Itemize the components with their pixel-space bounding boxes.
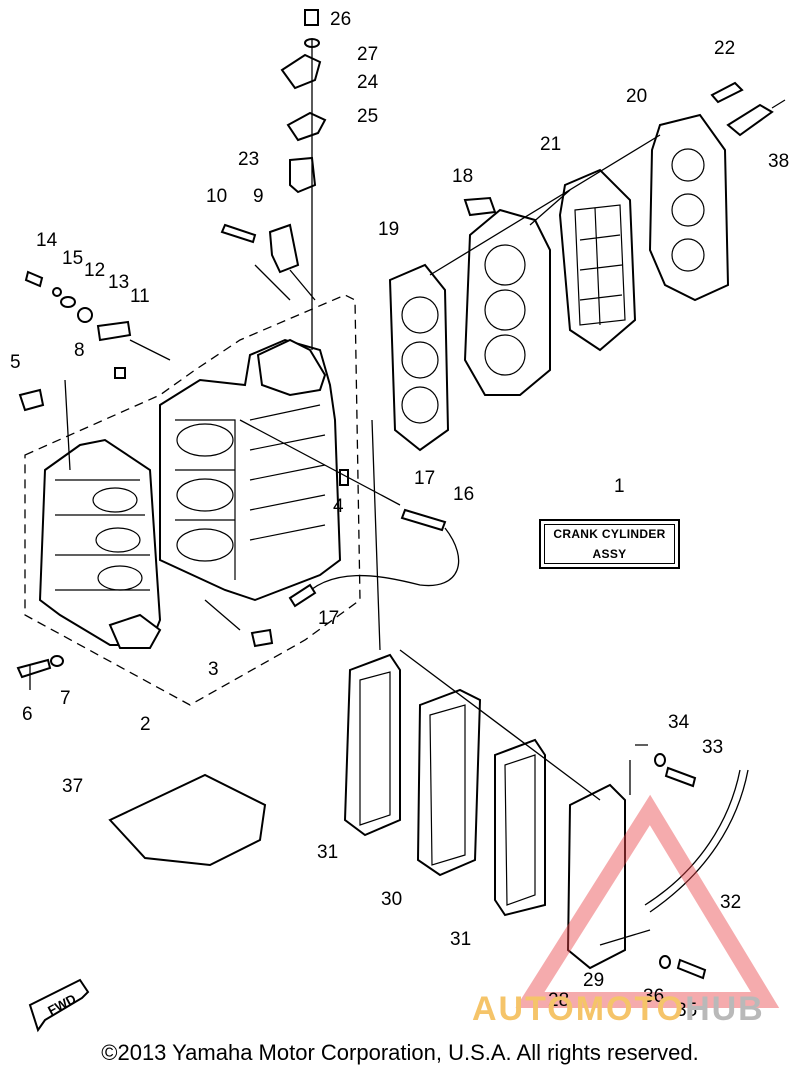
bracket-9 <box>268 223 300 274</box>
callout-22: 22 <box>714 38 735 59</box>
callout-34: 34 <box>668 712 690 733</box>
bolt-14 <box>24 270 44 288</box>
callout-1: 1 <box>614 476 625 497</box>
callout-21: 21 <box>540 134 561 155</box>
cylinder-block-part <box>159 338 342 602</box>
hose-32 <box>644 769 741 906</box>
callout-4: 4 <box>333 496 344 517</box>
watermark-part1: AUTOMOTO <box>472 990 686 1028</box>
head-cover-part <box>648 113 730 302</box>
fitting-4 <box>339 469 349 486</box>
callout-38: 38 <box>768 151 789 172</box>
callout-25: 25 <box>357 106 378 127</box>
thermostat-assembly <box>280 9 327 194</box>
assembly-boundary <box>24 294 361 706</box>
title-line-1: CRANK CYLINDER <box>553 527 666 541</box>
plug-13 <box>77 307 93 323</box>
callout-17: 17 <box>414 468 435 489</box>
callout-18: 18 <box>452 166 473 187</box>
callout-32: 32 <box>720 892 741 913</box>
bolt-10 <box>220 223 257 244</box>
fitting-3 <box>250 628 274 648</box>
callout-23: 23 <box>238 149 259 170</box>
title-box: CRANK CYLINDER ASSY <box>539 519 680 569</box>
watermark-part2: HUB <box>685 990 765 1028</box>
hose-16 <box>400 508 447 532</box>
callout-16: 16 <box>453 484 474 505</box>
callout-5: 5 <box>10 352 21 373</box>
cylinder-head-part <box>463 196 551 396</box>
callout-19: 19 <box>378 219 399 240</box>
copyright-text: ©2013 Yamaha Motor Corporation, U.S.A. A… <box>101 1040 699 1065</box>
callout-9: 9 <box>253 186 264 207</box>
hose-32-2 <box>649 769 749 913</box>
callout-37: 37 <box>62 776 83 797</box>
cylinder-head-gasket <box>388 263 450 452</box>
callout-8: 8 <box>74 340 85 361</box>
callout-13: 13 <box>108 272 129 293</box>
callout-2: 2 <box>140 714 151 735</box>
head-cover-gasket <box>558 168 637 352</box>
callout-30: 30 <box>381 889 402 910</box>
callout-14: 14 <box>36 230 58 251</box>
callout-3: 3 <box>208 659 219 680</box>
hose-17-lower <box>288 583 317 608</box>
hose-line <box>299 527 460 601</box>
automotohub-triangle-logo <box>515 794 780 1008</box>
title-line-2: ASSY <box>592 547 627 561</box>
callout-17-lower: 17 <box>318 608 339 629</box>
washer-7 <box>50 655 64 667</box>
callout-7: 7 <box>60 688 71 709</box>
callout-24: 24 <box>357 72 379 93</box>
bolt-11 <box>96 320 132 342</box>
callout-31: 31 <box>317 842 338 863</box>
bolt-22 <box>710 81 744 104</box>
washer-36 <box>659 955 671 969</box>
washer-12 <box>60 296 76 308</box>
spark-plug-part <box>726 99 786 137</box>
washer-34 <box>654 753 666 767</box>
callout-28: 28 <box>548 990 569 1011</box>
callout-27: 27 <box>357 44 378 65</box>
callout-35: 35 <box>676 1000 697 1021</box>
callout-20: 20 <box>626 86 647 107</box>
callout-36: 36 <box>643 986 664 1007</box>
callout-26: 26 <box>330 9 351 30</box>
cap-15 <box>52 287 62 297</box>
callout-29: 29 <box>583 970 604 991</box>
bolt-35 <box>676 958 707 980</box>
callout-12: 12 <box>84 260 105 281</box>
gasket-37 <box>108 773 267 867</box>
callout-15: 15 <box>62 248 83 269</box>
bolt-33 <box>664 766 697 788</box>
exhaust-gasket-31b <box>494 738 546 917</box>
fwd-arrow-icon: FWD <box>28 978 90 1033</box>
exhaust-gasket-31a <box>343 653 401 837</box>
callout-numbers: 1 2 3 4 5 6 7 8 9 10 11 12 13 14 15 16 1… <box>10 9 789 1021</box>
bolt-5 <box>18 388 45 412</box>
watermark: AUTOMOTOHUB <box>472 990 792 1030</box>
exhaust-inner-cover-30 <box>416 688 482 877</box>
callout-33: 33 <box>702 737 723 758</box>
callout-31-lower: 31 <box>450 929 471 950</box>
bolt-6 <box>16 658 52 679</box>
callout-6: 6 <box>22 704 33 725</box>
callout-10: 10 <box>206 186 227 207</box>
callout-11: 11 <box>130 286 150 307</box>
exhaust-outer-cover-29 <box>566 783 626 970</box>
pin-8 <box>114 367 126 379</box>
crankcase-part <box>38 438 162 649</box>
